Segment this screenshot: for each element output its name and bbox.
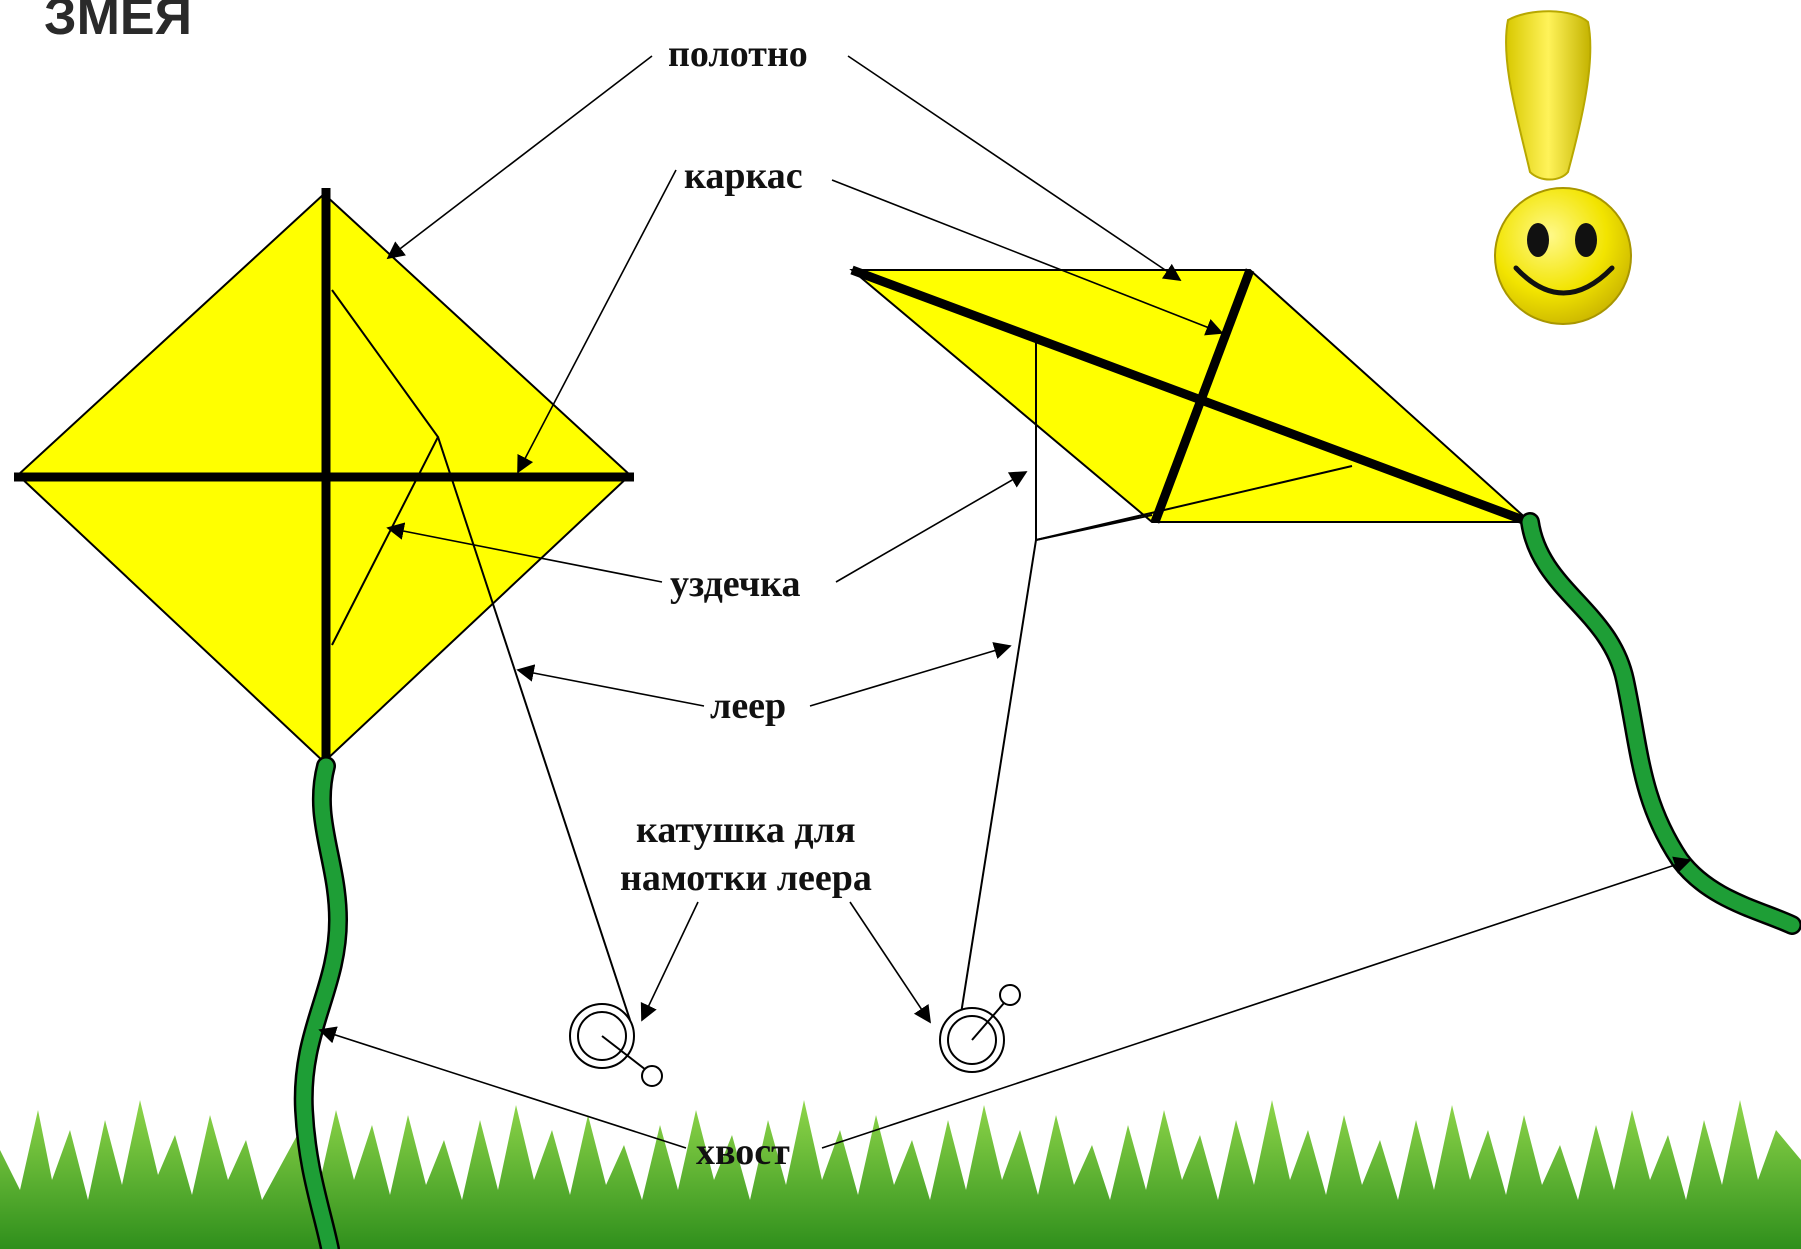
annotation-arrows [320, 56, 1690, 1148]
label-bridle: уздечка [670, 563, 800, 605]
page-title: ЗМЕЯ [44, 0, 192, 46]
label-reel-line2: намотки леера [620, 857, 872, 899]
reel-right [940, 985, 1020, 1072]
kite-right-line [960, 540, 1036, 1020]
label-line: леер [710, 685, 786, 727]
kite-right [852, 270, 1792, 1020]
label-tail: хвост [696, 1131, 790, 1173]
label-reel-line1: катушка для [636, 809, 856, 851]
label-canvas: полотно [668, 33, 808, 75]
kite-left [14, 188, 634, 1249]
label-frame: каркас [684, 155, 803, 197]
exclamation-icon [1506, 11, 1590, 179]
reel-left [570, 1004, 662, 1086]
smiley-icon [1495, 188, 1631, 324]
